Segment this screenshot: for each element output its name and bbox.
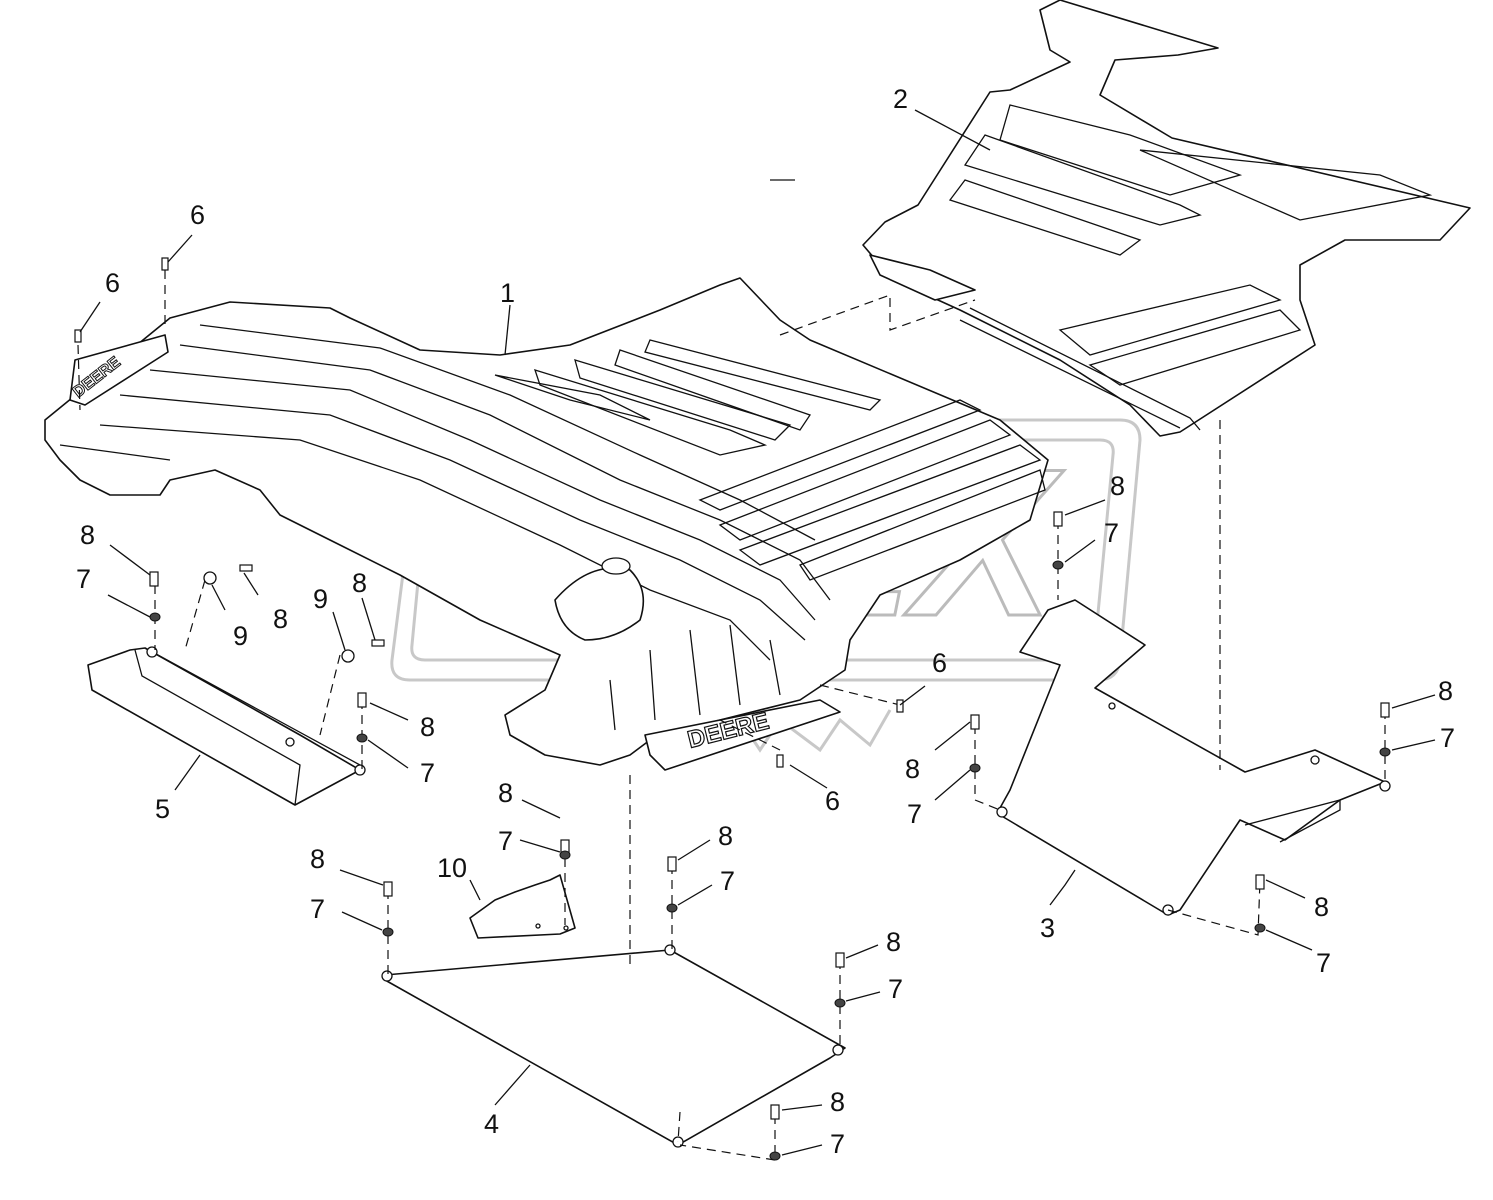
callout-4: 4 (484, 1109, 499, 1139)
callout-6b: 6 (105, 268, 120, 298)
callout-1: 1 (500, 278, 515, 308)
part-1-main-floor-mat: DEERE DEERE (44, 277, 1049, 771)
callouts: 1 2 3 4 5 6 6 6 6 7 7 7 7 7 7 7 7 7 7 7 … (76, 84, 1455, 1159)
callout-3: 3 (1040, 913, 1055, 943)
callout-10: 10 (437, 853, 467, 883)
callout-8k: 8 (1110, 471, 1125, 501)
callout-7c: 7 (498, 826, 513, 856)
callout-6d: 6 (825, 786, 840, 816)
callout-7h: 7 (907, 799, 922, 829)
callout-9a: 9 (233, 621, 248, 651)
callout-2: 2 (893, 84, 908, 114)
callout-6c: 6 (932, 648, 947, 678)
part-3-floor-plate (996, 599, 1391, 916)
callout-8e: 8 (498, 778, 513, 808)
callout-8m: 8 (1314, 892, 1329, 922)
callout-8i: 8 (830, 1087, 845, 1117)
callout-7f: 7 (888, 974, 903, 1004)
assembly-lines (77, 270, 1386, 1161)
callout-7j: 7 (1440, 723, 1455, 753)
part-5-side-shield (87, 646, 366, 806)
callout-8c: 8 (352, 568, 367, 598)
callout-7g: 7 (830, 1129, 845, 1159)
callout-7e: 7 (720, 866, 735, 896)
callout-8d: 8 (420, 712, 435, 742)
callout-7k: 7 (1316, 948, 1331, 978)
callout-8g: 8 (718, 821, 733, 851)
callout-7a: 7 (76, 564, 91, 594)
callout-8f: 8 (310, 844, 325, 874)
callout-5: 5 (155, 794, 170, 824)
callout-8j: 8 (905, 754, 920, 784)
callout-8b: 8 (273, 604, 288, 634)
callout-6a: 6 (190, 200, 205, 230)
callout-8l: 8 (1438, 676, 1453, 706)
callout-7b: 7 (420, 758, 435, 788)
callout-8h: 8 (886, 927, 901, 957)
callout-9b: 9 (313, 584, 328, 614)
part-10-bracket (469, 874, 576, 939)
fasteners (74, 257, 1391, 1161)
callout-8a: 8 (80, 520, 95, 550)
callout-7i: 7 (1104, 518, 1119, 548)
part-4-floor-plate (381, 944, 846, 1148)
callout-7d: 7 (310, 894, 325, 924)
part-2-rear-floor-plate (862, 0, 1471, 437)
leader-lines (79, 109, 1436, 1156)
